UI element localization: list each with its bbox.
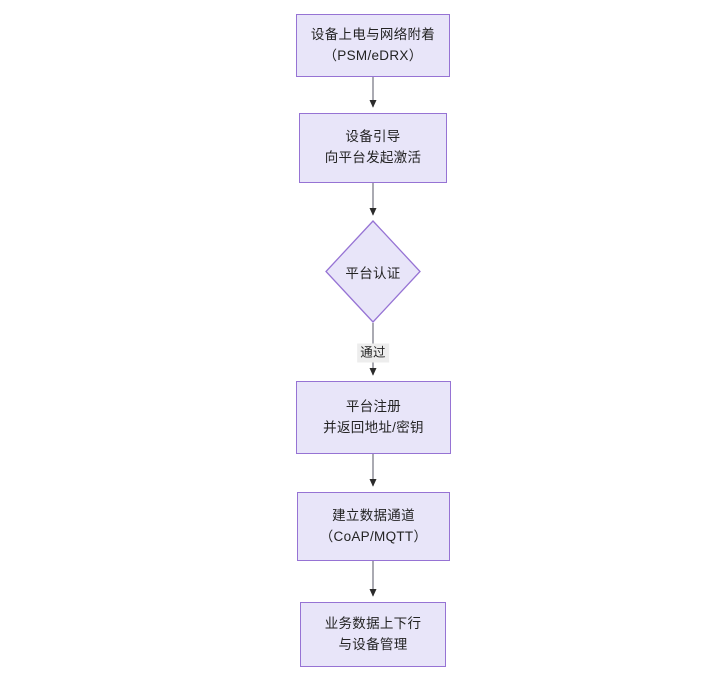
edge-label-pass: 通过 [357, 343, 389, 363]
node-text-line: 业务数据上下行 [324, 615, 422, 631]
node-text-line: （PSM/eDRX） [323, 47, 423, 63]
node-text-line: 平台注册 [345, 398, 402, 414]
node-platform-registration[interactable]: 平台注册 并返回地址/密钥 [296, 381, 451, 454]
node-device-power-on[interactable]: 设备上电与网络附着 （PSM/eDRX） [296, 14, 450, 77]
node-text-line: 并返回地址/密钥 [323, 419, 424, 435]
node-establish-data-channel[interactable]: 建立数据通道 （CoAP/MQTT） [297, 492, 450, 561]
node-text-line: 平台认证 [345, 265, 401, 281]
node-device-bootstrap[interactable]: 设备引导 向平台发起激活 [299, 113, 447, 183]
node-text-line: 设备上电与网络附着 [310, 26, 436, 42]
diamond-shape-icon [325, 220, 421, 323]
node-text-line: 建立数据通道 [332, 507, 415, 523]
node-text-line: 设备引导 [345, 129, 401, 145]
node-text-line: 与设备管理 [338, 636, 408, 652]
node-business-data-management[interactable]: 业务数据上下行 与设备管理 [300, 602, 446, 667]
node-text-line: （CoAP/MQTT） [319, 528, 428, 544]
node-platform-auth-decision[interactable]: 平台认证 [325, 220, 421, 323]
node-text-line: 向平台发起激活 [324, 150, 422, 165]
